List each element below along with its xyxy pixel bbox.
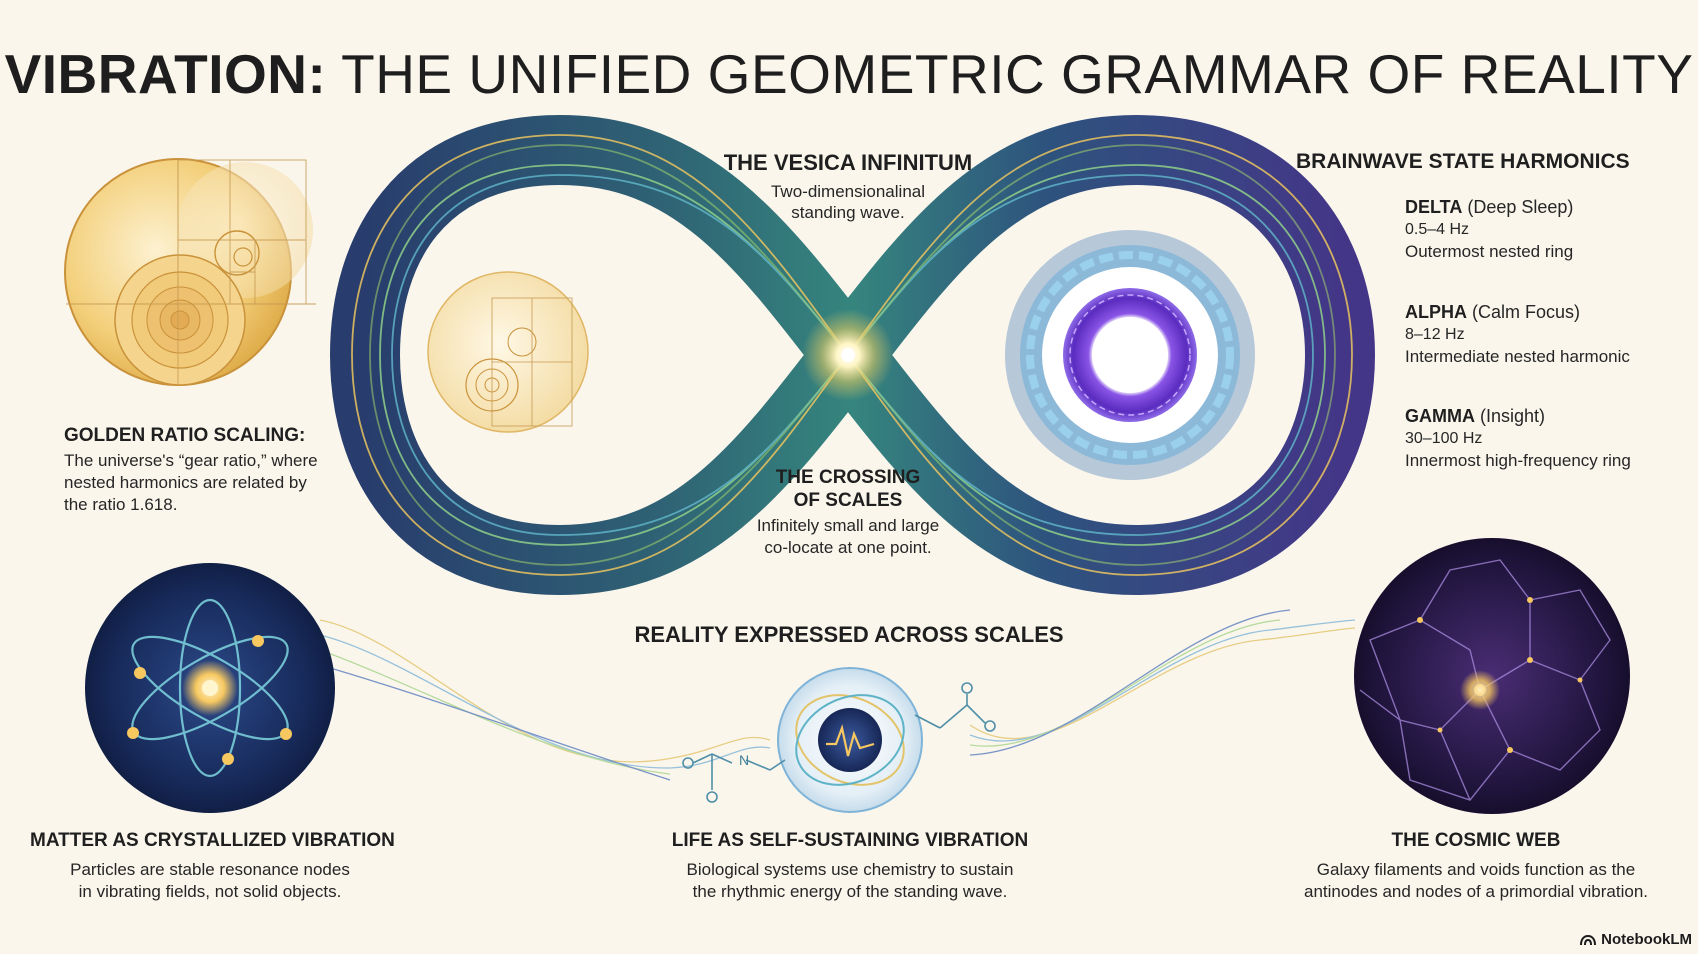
golden-shell-icon xyxy=(64,158,316,386)
delta-name: DELTA xyxy=(1405,197,1463,217)
life-caption: LIFE AS SELF-SUSTAINING VIBRATION Biolog… xyxy=(640,829,1060,903)
life-line1: Biological systems use chemistry to sust… xyxy=(686,860,1014,879)
golden-heading: GOLDEN RATIO SCALING: xyxy=(64,425,306,446)
matter-line1: Particles are stable resonance nodes xyxy=(70,860,350,879)
cell-icon xyxy=(777,667,923,813)
vesica-heading: THE VESICA INFINITUM xyxy=(723,150,973,175)
matter-heading: MATTER AS CRYSTALLIZED VIBRATION xyxy=(30,830,395,851)
brainwave-state-alpha: ALPHA (Calm Focus) 8–12 Hz Intermediate … xyxy=(1405,301,1695,368)
notebooklm-logo-icon xyxy=(1580,934,1597,945)
brainwave-heading: BRAINWAVE STATE HARMONICS xyxy=(1296,150,1630,173)
cosmic-heading: THE COSMIC WEB xyxy=(1391,830,1561,851)
vesica-line2: standing wave. xyxy=(791,203,905,222)
title-bold: VIBRATION: xyxy=(4,43,327,105)
molecule-n-label: N xyxy=(739,752,750,768)
gamma-desc: Innermost high-frequency ring xyxy=(1405,451,1631,470)
scale-waves-icon xyxy=(319,609,1356,781)
matter-line2: in vibrating fields, not solid objects. xyxy=(78,882,342,901)
alpha-range: 8–12 Hz xyxy=(1405,326,1465,343)
title-rest: THE UNIFIED GEOMETRIC GRAMMAR OF REALITY xyxy=(326,43,1694,105)
brainwave-state-gamma: GAMMA (Insight) 30–100 Hz Innermost high… xyxy=(1405,405,1695,472)
brainwave-state-delta: DELTA (Deep Sleep) 0.5–4 Hz Outermost ne… xyxy=(1405,196,1695,263)
alpha-qualifier: (Calm Focus) xyxy=(1472,302,1581,322)
crossing-line1: Infinitely small and large xyxy=(756,516,940,535)
golden-ratio-caption: GOLDEN RATIO SCALING: The universe's “ge… xyxy=(64,424,364,516)
golden-line3: the ratio 1.618. xyxy=(64,495,178,514)
golden-line1: The universe's “gear ratio,” where xyxy=(64,451,318,470)
life-line2: the rhythmic energy of the standing wave… xyxy=(692,882,1008,901)
cosmic-line1: Galaxy filaments and voids function as t… xyxy=(1316,860,1636,879)
crossing-heading-2: OF SCALES xyxy=(793,490,903,511)
gamma-name: GAMMA xyxy=(1405,406,1475,426)
infinity-wave-icon xyxy=(330,115,1375,595)
brainwave-rings-icon xyxy=(1005,230,1255,480)
cosmic-web-icon xyxy=(1354,538,1630,814)
alpha-name: ALPHA xyxy=(1405,302,1467,322)
crossing-heading-1: THE CROSSING xyxy=(775,467,921,488)
atom-icon xyxy=(85,563,335,813)
molecule-chain-left xyxy=(682,753,786,803)
delta-qualifier: (Deep Sleep) xyxy=(1467,197,1574,217)
page-title: VIBRATION: THE UNIFIED GEOMETRIC GRAMMAR… xyxy=(0,42,1698,106)
gamma-qualifier: (Insight) xyxy=(1480,406,1546,426)
delta-range: 0.5–4 Hz xyxy=(1405,221,1470,238)
cosmic-line2: antinodes and nodes of a primordial vibr… xyxy=(1304,882,1648,901)
molecule-chain-right xyxy=(914,682,996,732)
vesica-caption: THE VESICA INFINITUM Two-dimensionalinal… xyxy=(698,150,998,223)
scales-heading: REALITY EXPRESSED ACROSS SCALES xyxy=(634,622,1064,647)
cosmic-caption: THE COSMIC WEB Galaxy filaments and void… xyxy=(1276,829,1676,903)
notebooklm-brand: NotebookLM xyxy=(1579,931,1692,948)
delta-desc: Outermost nested ring xyxy=(1405,242,1574,261)
life-heading: LIFE AS SELF-SUSTAINING VIBRATION xyxy=(671,830,1029,851)
matter-caption: MATTER AS CRYSTALLIZED VIBRATION Particl… xyxy=(30,829,395,903)
alpha-desc: Intermediate nested harmonic xyxy=(1405,347,1630,366)
vesica-line1: Two-dimensionalinal xyxy=(770,182,926,201)
brand-label: NotebookLM xyxy=(1601,931,1692,948)
crossing-caption: THE CROSSING OF SCALES Infinitely small … xyxy=(698,466,998,559)
crossing-line2: co-locate at one point. xyxy=(764,538,932,557)
gamma-range: 30–100 Hz xyxy=(1405,430,1483,447)
inner-golden-spiral-icon xyxy=(427,271,589,433)
brainwave-panel: BRAINWAVE STATE HARMONICS xyxy=(1296,150,1686,174)
golden-line2: nested harmonics are related by xyxy=(64,473,307,492)
